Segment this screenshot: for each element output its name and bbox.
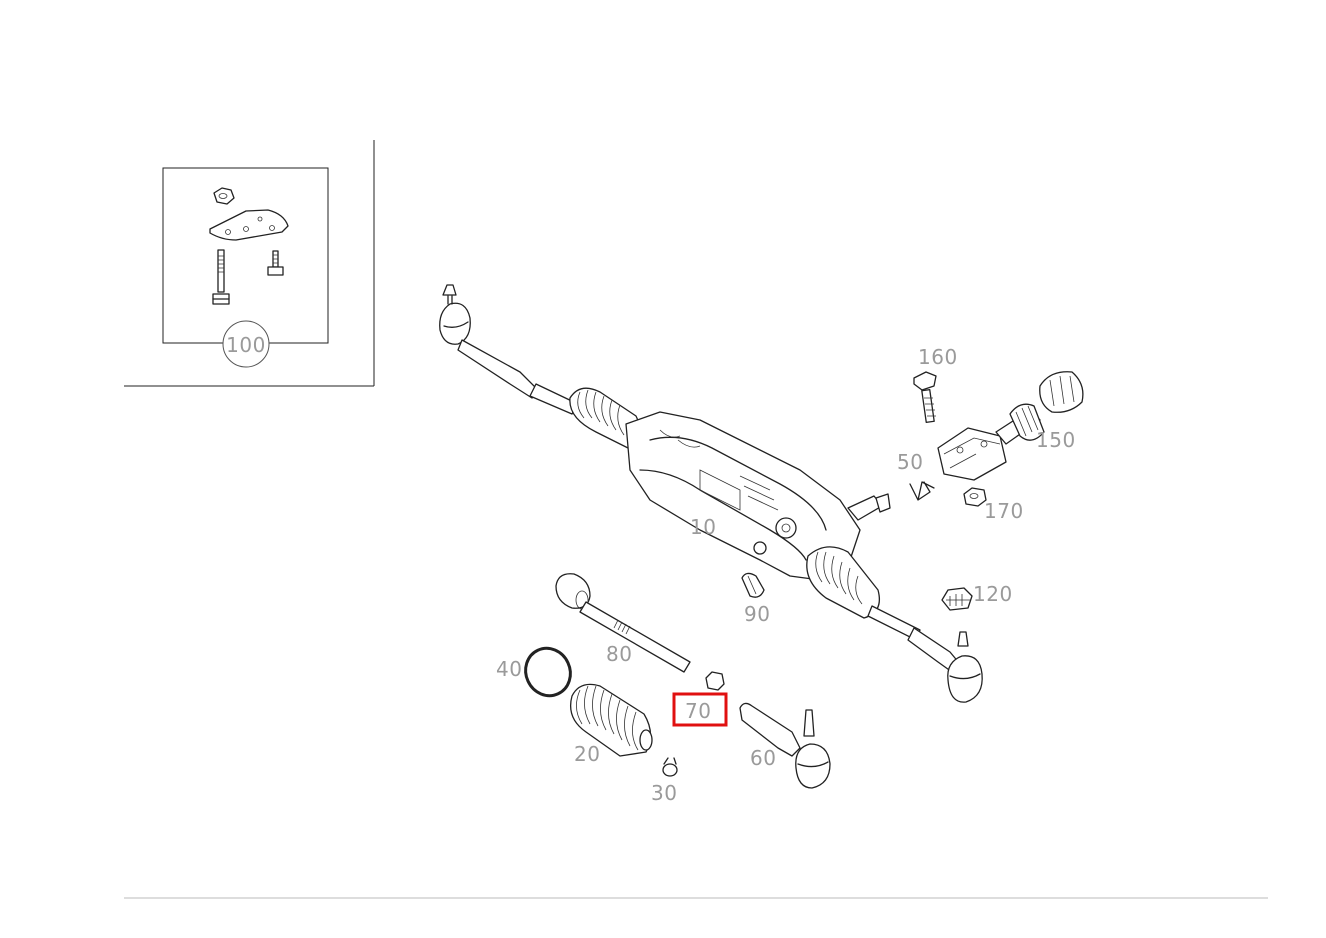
steering-gear-drawing: [439, 284, 983, 703]
callout-50[interactable]: 50: [897, 450, 923, 474]
inset-panel: 100: [124, 140, 375, 387]
callout-30[interactable]: 30: [651, 781, 677, 805]
callout-40[interactable]: 40: [496, 657, 522, 681]
bolt-160-drawing: [913, 371, 937, 424]
intermediate-shaft-drawing: [937, 371, 1084, 481]
callout-120[interactable]: 120: [973, 582, 1013, 606]
clip-50-drawing: [909, 481, 935, 501]
inset-callout-label[interactable]: 100: [226, 333, 266, 357]
inset-short-bolt-drawing: [267, 250, 284, 276]
inset-long-bolt-drawing: [212, 249, 230, 305]
highlight-box-70: [672, 692, 728, 727]
callout-60[interactable]: 60: [750, 746, 776, 770]
callout-170[interactable]: 170: [984, 499, 1024, 523]
nut-120-drawing: [941, 587, 973, 611]
tie-rod-80-drawing: [555, 573, 691, 673]
callout-150[interactable]: 150: [1036, 428, 1076, 452]
callout-10[interactable]: 10: [690, 515, 716, 539]
part-labels: 10 20 30 40 50 60 70 80 90 120 150 160 1…: [496, 345, 1076, 805]
callout-160[interactable]: 160: [918, 345, 958, 369]
callout-80[interactable]: 80: [606, 642, 632, 666]
clamp-40-drawing: [524, 646, 572, 698]
bellows-20-drawing: [569, 683, 653, 757]
tie-rod-end-60-drawing: [739, 702, 831, 789]
clamp-30-drawing: [662, 757, 678, 777]
lock-nut-70-drawing: [705, 671, 725, 691]
callout-70[interactable]: 70: [685, 699, 711, 723]
inset-bracket-drawing: [209, 209, 289, 241]
callout-90[interactable]: 90: [744, 602, 770, 626]
nut-170-drawing: [963, 487, 987, 507]
bushing-90-drawing: [741, 572, 765, 598]
callout-20[interactable]: 20: [574, 742, 600, 766]
inset-nut-drawing: [213, 187, 235, 205]
